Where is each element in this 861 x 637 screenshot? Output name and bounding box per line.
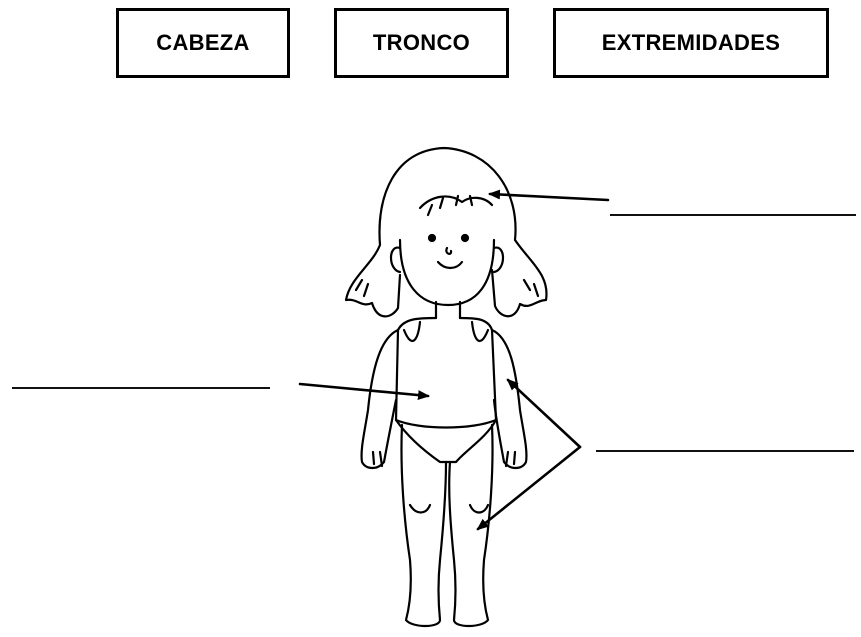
arrow-arm (506, 378, 582, 449)
right-arm (490, 328, 528, 470)
arrow-trunk (298, 382, 430, 401)
right-ear (492, 246, 505, 274)
word-box-cabeza[interactable]: CABEZA (116, 8, 290, 78)
word-box-tronco[interactable]: TRONCO (334, 8, 509, 78)
left-leg (400, 423, 448, 628)
left-ear (389, 246, 402, 274)
face (398, 238, 496, 307)
mouth (436, 260, 464, 270)
answer-line-trunk[interactable] (12, 387, 270, 389)
nose (445, 246, 453, 255)
right-leg (448, 423, 494, 628)
answer-line-head[interactable] (610, 214, 856, 216)
word-box-extremidades[interactable]: EXTREMIDADES (553, 8, 829, 78)
arrow-leg (476, 445, 582, 531)
left-arm (360, 328, 400, 470)
answer-line-limbs[interactable] (596, 450, 854, 452)
arrow-head (488, 189, 610, 202)
left-eye (427, 233, 437, 243)
neck (434, 300, 462, 320)
hair (344, 146, 548, 318)
torso (394, 316, 498, 464)
right-eye (460, 233, 470, 243)
